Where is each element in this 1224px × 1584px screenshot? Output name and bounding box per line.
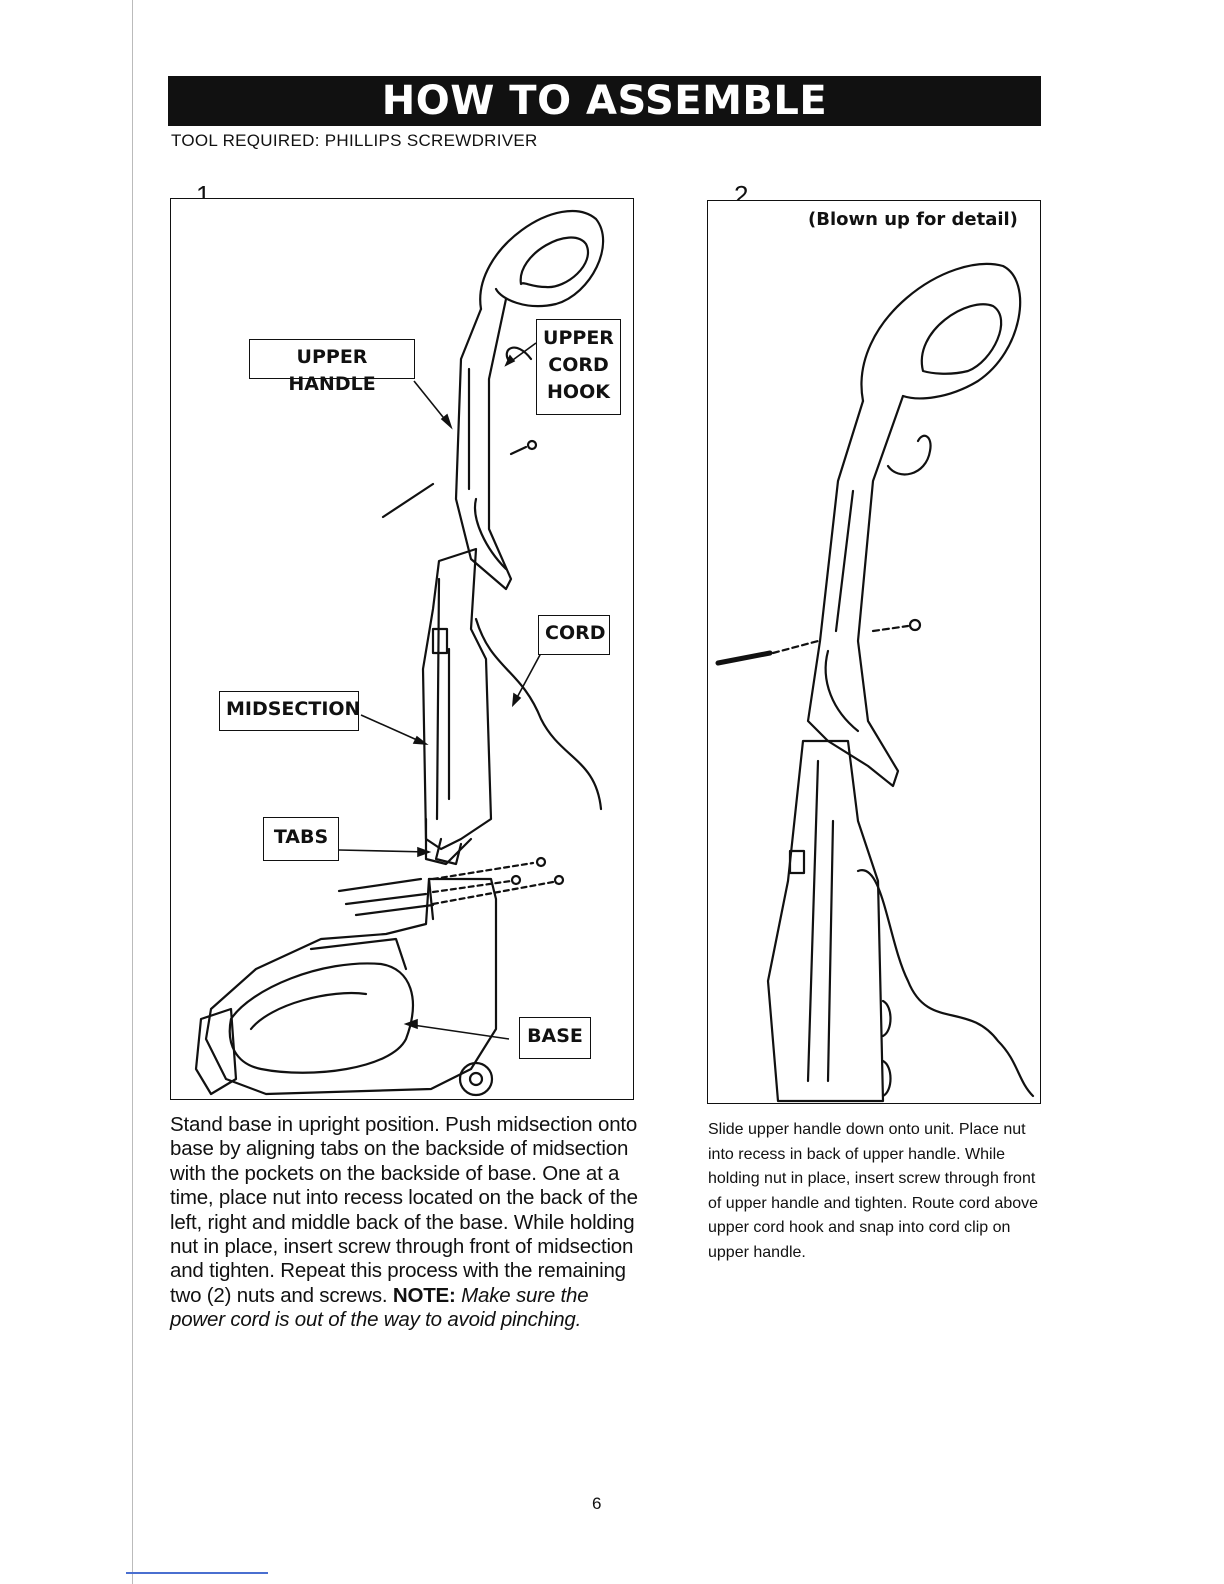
step-1-description-text: Stand base in upright position. Push mid… bbox=[170, 1113, 638, 1307]
upper-cord-hook-callout: UPPER CORD HOOK bbox=[536, 319, 621, 415]
cord-callout: CORD bbox=[538, 615, 610, 655]
step-1-description: Stand base in upright position. Push mid… bbox=[170, 1113, 640, 1333]
vacuum-assembly-illustration bbox=[194, 209, 605, 1097]
scan-margin-line bbox=[132, 0, 133, 1584]
step-1-illustration-panel: UPPER HANDLE UPPER CORD HOOK CORD MIDSEC… bbox=[170, 198, 634, 1100]
base-callout: BASE bbox=[519, 1017, 591, 1059]
note-label: NOTE: bbox=[392, 1283, 456, 1307]
scan-bottom-line bbox=[126, 1572, 268, 1574]
tool-required-text: TOOL REQUIRED: PHILLIPS SCREWDRIVER bbox=[171, 131, 538, 150]
page-title: HOW TO ASSEMBLE bbox=[168, 76, 1041, 126]
step-2-description: Slide upper handle down onto unit. Place… bbox=[708, 1121, 1039, 1261]
note-text: Make sure the power cord is out of the w… bbox=[170, 1283, 589, 1332]
step-2-illustration-panel: (Blown up for detail) bbox=[707, 200, 1041, 1104]
tabs-callout: TABS bbox=[263, 817, 339, 861]
upper-handle-callout: UPPER HANDLE bbox=[249, 339, 415, 395]
midsection-callout: MIDSECTION bbox=[219, 691, 360, 731]
blown-up-caption: (Blown up for detail) bbox=[808, 209, 1018, 230]
page-number: 6 bbox=[592, 1494, 602, 1513]
handle-detail-illustration bbox=[715, 263, 1035, 1103]
